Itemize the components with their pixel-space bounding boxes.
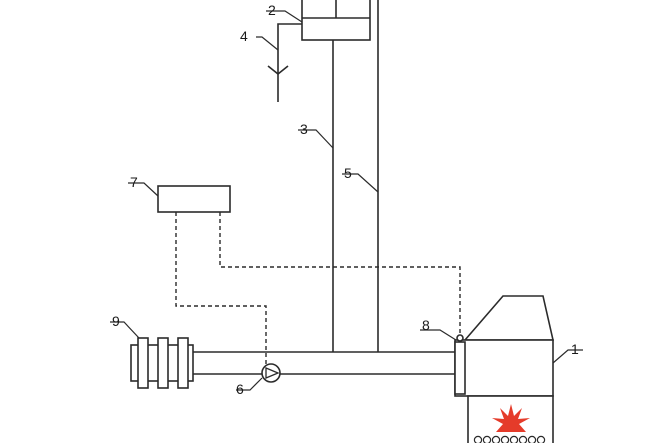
label-1: 1 <box>571 341 579 357</box>
label-3: 3 <box>300 121 308 137</box>
vent-branch-right <box>277 65 289 75</box>
radiator-fin-3 <box>177 337 189 389</box>
leader-7 <box>128 182 159 197</box>
label-8: 8 <box>422 317 430 333</box>
leader-6 <box>236 377 263 391</box>
leader-3 <box>298 129 334 149</box>
burner-row <box>473 435 546 443</box>
label-2: 2 <box>268 2 276 18</box>
pump-6 <box>261 363 281 383</box>
leader-2 <box>266 10 303 23</box>
label-6: 6 <box>236 381 244 397</box>
vent-pipe <box>277 23 302 102</box>
leader-8 <box>420 329 457 341</box>
vent-4 <box>267 23 302 102</box>
flame-icon <box>492 404 530 432</box>
vent-branch-left <box>267 65 279 75</box>
leader-5 <box>342 173 379 193</box>
radiator-fin-1 <box>137 337 149 389</box>
label-5: 5 <box>344 165 352 181</box>
radiator-fin-2 <box>157 337 169 389</box>
pump-arrow <box>265 367 280 379</box>
control-line-pump <box>175 212 267 364</box>
main-pipe <box>192 351 455 375</box>
boiler-1 <box>454 295 555 443</box>
leader-lines <box>110 10 583 391</box>
boiler-upper <box>454 339 554 397</box>
leader-9 <box>110 321 140 339</box>
top-tank <box>301 0 371 41</box>
controller-7 <box>157 185 231 213</box>
label-7: 7 <box>130 174 138 190</box>
boiler-hood <box>463 295 555 341</box>
leader-4 <box>256 36 279 51</box>
radiator-9 <box>130 337 194 389</box>
sensor-8 <box>456 334 464 342</box>
label-4: 4 <box>240 28 248 44</box>
leader-1 <box>552 349 583 364</box>
label-9: 9 <box>112 313 120 329</box>
control-line-sensor <box>219 212 461 336</box>
boiler-inlet-flange <box>454 341 466 395</box>
